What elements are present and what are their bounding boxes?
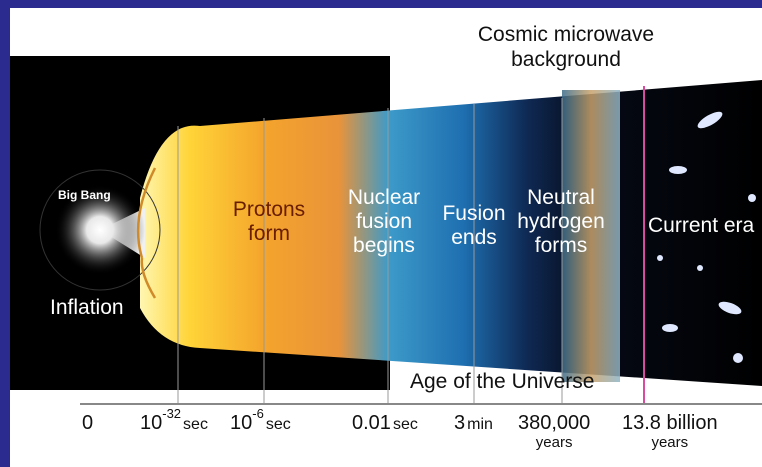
tick-label-6-base: 13.8 billion — [622, 412, 718, 434]
protons-form-line1: Protons — [232, 198, 306, 221]
tick-label-0-base: 0 — [82, 412, 94, 434]
neutral-line3: forms — [534, 234, 588, 257]
cmb-band — [562, 90, 620, 382]
tick-label-5: 380,000 years — [518, 412, 590, 451]
current-era-label: Current era — [648, 214, 755, 237]
tick-label-2-unit: sec — [265, 416, 291, 433]
tick-label-1-base: 10 — [140, 412, 163, 434]
inflation-arrow-up — [136, 167, 157, 259]
tick-label-2-base: 10 — [230, 412, 253, 434]
protons-form-line2: form — [248, 222, 290, 245]
tick-label-5-base: 380,000 — [518, 412, 591, 434]
fusion-ends-line2: ends — [451, 226, 497, 249]
tick-label-1-exp: -32 — [162, 406, 182, 421]
tick-label-6-sub: years — [651, 434, 689, 451]
tick-label-5-sub: years — [535, 434, 573, 451]
timeline-graphic — [10, 56, 762, 405]
cmb-label-line1: Cosmic microwave — [477, 23, 655, 46]
inflation-arrow-down — [140, 257, 157, 299]
neutral-hydrogen-label: Neutral hydrogen forms — [508, 186, 614, 258]
tick-label-1: 10-32sec — [140, 406, 208, 435]
cmb-label-line2: background — [511, 48, 621, 71]
inflation-label: Inflation — [50, 296, 124, 319]
nuclear-line3: begins — [353, 234, 415, 257]
nuclear-line1: Nuclear — [347, 186, 421, 209]
tick-label-1-unit: sec — [183, 416, 208, 433]
big-bang-label: Big Bang — [58, 188, 111, 202]
big-bang-ring — [39, 169, 161, 291]
tick-label-4-unit: min — [467, 416, 493, 433]
tick-label-0: 0 — [82, 412, 93, 435]
fusion-ends-label: Fusion ends — [436, 202, 512, 250]
nuclear-fusion-label: Nuclear fusion begins — [338, 186, 430, 258]
tick-label-3-base: 0.01 — [352, 412, 391, 434]
axis-title: Age of the Universe — [410, 370, 595, 393]
cmb-label: Cosmic microwave background — [456, 22, 676, 72]
big-bang-glow — [55, 185, 145, 275]
tick-label-2: 10-6sec — [230, 406, 291, 435]
neutral-line2: hydrogen — [517, 210, 605, 233]
protons-form-label: Protons form — [214, 198, 324, 246]
tick-label-2-exp: -6 — [252, 406, 264, 421]
galaxies — [657, 111, 756, 363]
nuclear-line2: fusion — [355, 210, 413, 233]
tick-label-6: 13.8 billion years — [622, 412, 718, 451]
fusion-ends-line1: Fusion — [442, 202, 506, 225]
tick-label-3-unit: sec — [392, 416, 418, 433]
diagram-frame: Cosmic microwave background Big Bang Inf… — [10, 8, 762, 467]
tick-label-4-base: 3 — [454, 412, 466, 434]
neutral-line1: Neutral — [527, 186, 595, 209]
